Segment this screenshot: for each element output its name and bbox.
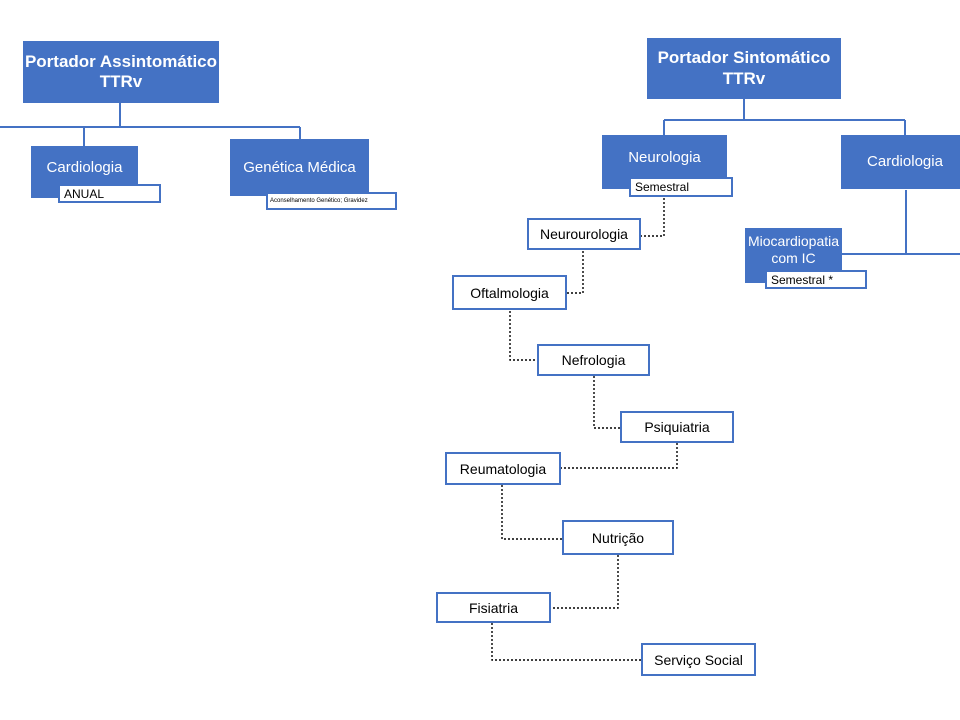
frequency-tag-text: Semestral * — [771, 272, 834, 287]
referral-box-oftalmologia: Oftalmologia — [452, 275, 567, 310]
frequency-tag-text: Semestral — [635, 180, 690, 194]
dotted-connector — [509, 311, 537, 361]
genetic-counseling-note: Aconselhamento Genético; Gravidez — [266, 192, 397, 210]
dotted-connector — [567, 251, 584, 294]
referral-box-reumatologia: Reumatologia — [445, 452, 561, 485]
referral-label: Reumatologia — [459, 460, 547, 477]
referral-label: Nutrição — [591, 529, 645, 546]
dotted-connector — [561, 443, 678, 469]
dotted-connector — [491, 623, 641, 661]
referral-label: Fisiatria — [468, 599, 518, 616]
miocardiopatia-label: Miocardiopatia com IC — [747, 233, 840, 266]
referral-label: Oftalmologia — [470, 284, 549, 301]
asymptomatic-carrier-box: Portador Assintomático TTRv — [23, 41, 219, 103]
referral-box-nutricao: Nutrição — [562, 520, 674, 555]
symptomatic-carrier-title: Portador Sintomático TTRv — [657, 48, 831, 88]
frequency-tag-semestral-ic: Semestral * — [765, 270, 867, 289]
dotted-connector — [641, 198, 665, 237]
asymptomatic-carrier-title: Portador Assintomático TTRv — [24, 51, 218, 91]
referral-box-psiquiatria: Psiquiatria — [620, 411, 734, 443]
referral-label: Nefrologia — [561, 352, 626, 368]
dotted-connector — [551, 555, 619, 609]
neurologia-label: Neurologia — [628, 149, 701, 166]
genetica-medica-label: Genética Médica — [243, 158, 356, 176]
referral-box-nefrologia: Nefrologia — [537, 344, 650, 376]
connector-line — [663, 99, 906, 136]
frequency-tag-anual: ANUAL — [58, 184, 161, 203]
dotted-connector — [593, 376, 620, 429]
connector-line — [0, 103, 301, 147]
frequency-tag-text: ANUAL — [64, 186, 105, 201]
genetic-counseling-note-text: Aconselhamento Genético; Gravidez — [270, 198, 368, 204]
connector-line — [842, 190, 960, 255]
dotted-connector — [501, 485, 562, 540]
referral-label: Psiquiatria — [644, 419, 710, 435]
referral-box-fisiatria: Fisiatria — [436, 592, 551, 623]
referral-label: Serviço Social — [654, 651, 743, 668]
cardiologia-label: Cardiologia — [867, 153, 943, 170]
referral-box-neurourologia: Neurourologia — [527, 218, 641, 250]
referral-label: Neurourologia — [540, 226, 628, 242]
symptomatic-carrier-box: Portador Sintomático TTRv — [647, 38, 841, 99]
referral-box-servico-social: Serviço Social — [641, 643, 756, 676]
cardiologia-label: Cardiologia — [46, 159, 123, 176]
frequency-tag-semestral: Semestral — [629, 177, 733, 197]
genetica-medica-box: Genética Médica — [230, 139, 369, 196]
cardiologia-box-right: Cardiologia — [841, 135, 960, 189]
